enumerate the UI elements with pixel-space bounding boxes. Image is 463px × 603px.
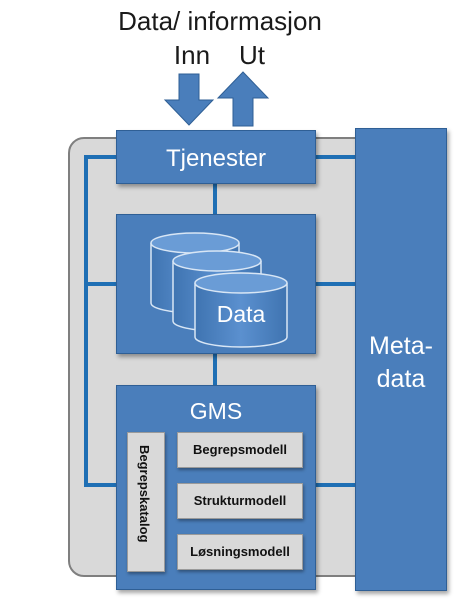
- in-arrow-icon: [163, 73, 215, 126]
- metadata-box: Meta- data: [355, 128, 447, 591]
- connector-data-right: [316, 282, 358, 286]
- structure-model-box: Strukturmodell: [177, 483, 303, 519]
- concept-catalog-box: Begrepskatalog: [127, 432, 165, 572]
- connector-gms-left: [84, 483, 120, 487]
- solution-model-box: Løsningsmodell: [177, 534, 303, 570]
- ut-label: Ut: [239, 40, 265, 70]
- concept-model-label: Begrepsmodell: [193, 442, 287, 457]
- solution-model-label: Løsningsmodell: [190, 544, 290, 559]
- database-icon: [150, 232, 288, 348]
- data-label: Data: [216, 301, 266, 327]
- connector-left-vertical: [84, 155, 88, 487]
- gms-box: GMS Begrepskatalog Begrepsmodell Struktu…: [116, 385, 316, 590]
- connector-services-data: [213, 184, 217, 215]
- data-box: Data: [116, 214, 316, 354]
- header-title: Data/ informasjon: [118, 6, 322, 36]
- connector-data-left: [84, 282, 120, 286]
- structure-model-label: Strukturmodell: [193, 493, 287, 508]
- metadata-label-line1: Meta-: [369, 332, 433, 360]
- gms-label: GMS: [189, 398, 243, 424]
- connector-top-right: [316, 155, 358, 159]
- connector-data-gms: [213, 354, 217, 386]
- connector-gms-right: [316, 483, 358, 487]
- services-box: Tjenester: [116, 130, 316, 184]
- out-arrow-icon: [216, 71, 270, 127]
- concept-catalog-label: Begrepskatalog: [137, 445, 152, 543]
- arrows: [163, 71, 270, 127]
- metadata-label-line2: data: [376, 365, 426, 393]
- inn-label: Inn: [173, 40, 211, 70]
- services-label: Tjenester: [165, 145, 267, 172]
- connector-top-left: [84, 155, 120, 159]
- concept-model-box: Begrepsmodell: [177, 432, 303, 468]
